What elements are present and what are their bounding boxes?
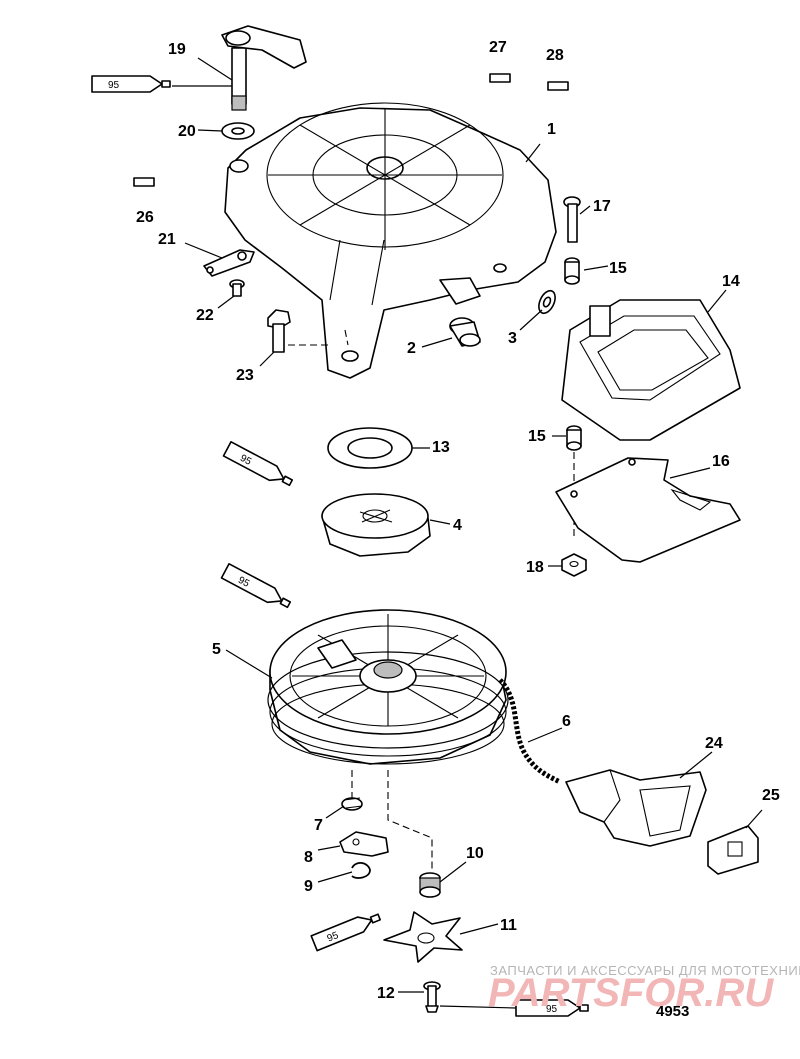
- part-26-decal: [133, 177, 155, 187]
- callout-labels: 1 2 3 4 5 6 7 8 9 10 11 12 13 14 15 15 1…: [136, 39, 780, 1002]
- callout-10: 10: [466, 845, 484, 862]
- part-16-plate: [555, 457, 741, 563]
- callout-1: 1: [547, 121, 556, 138]
- part-17-screw: [563, 196, 581, 243]
- grease-tube-pulley: 95: [220, 562, 292, 609]
- part-15-spacer-lower: [566, 425, 582, 451]
- watermark-logo: PARTSFOR.RU: [488, 971, 774, 1015]
- callout-6: 6: [562, 713, 571, 730]
- part-22-screw: [229, 279, 245, 297]
- callout-27: 27: [489, 39, 507, 56]
- callout-15-upper: 15: [609, 260, 627, 277]
- svg-text:95: 95: [108, 80, 120, 91]
- part-18-nut: [561, 553, 587, 577]
- callout-18: 18: [526, 559, 544, 576]
- grease-tube-retainer: 95: [310, 913, 382, 952]
- part-25-handle-insert: [707, 825, 759, 875]
- part-5-pulley: [267, 609, 509, 765]
- part-15-spacer-upper: [564, 257, 580, 285]
- callout-14: 14: [722, 273, 740, 290]
- part-14-handle-housing: [561, 299, 741, 441]
- callout-17: 17: [593, 198, 611, 215]
- grease-tube-top: 95: [91, 75, 171, 93]
- part-28-decal: [547, 81, 569, 91]
- callout-9: 9: [304, 878, 313, 895]
- part-24-starter-handle: [565, 769, 707, 847]
- svg-text:95: 95: [236, 575, 251, 590]
- part-1-starter-housing: [224, 102, 557, 379]
- part-2-bushing: [449, 317, 481, 347]
- callout-26: 26: [136, 209, 154, 226]
- callout-5: 5: [212, 641, 221, 658]
- callout-8: 8: [304, 849, 313, 866]
- callout-11: 11: [500, 917, 517, 934]
- part-4-spring-cover: [321, 493, 431, 557]
- grease-tube-pin: 95: [515, 999, 589, 1017]
- part-11-star-plate: [383, 911, 463, 963]
- part-27-decal: [489, 73, 511, 83]
- grease-tube-cover: 95: [222, 440, 294, 487]
- callout-13: 13: [432, 439, 450, 456]
- part-21-clip: [203, 249, 255, 277]
- figure-number: 4953: [656, 1003, 689, 1020]
- svg-text:95: 95: [546, 1004, 558, 1015]
- callout-3: 3: [508, 330, 517, 347]
- callout-24: 24: [705, 735, 723, 752]
- part-13-washer: [327, 427, 413, 469]
- watermark-caption: ЗАПЧАСТИ И АКСЕССУАРЫ ДЛЯ МОТОТЕХНИКИ: [490, 963, 800, 978]
- callout-28: 28: [546, 47, 564, 64]
- assembly-line-23: [288, 329, 349, 346]
- callout-23: 23: [236, 367, 254, 384]
- callout-19: 19: [168, 41, 186, 58]
- part-3-washer: [538, 289, 556, 315]
- part-10-retainer: [419, 872, 441, 898]
- callout-16: 16: [712, 453, 730, 470]
- callout-22: 22: [196, 307, 214, 324]
- svg-text:95: 95: [326, 930, 341, 945]
- callout-12: 12: [377, 985, 395, 1002]
- callout-21: 21: [158, 231, 176, 248]
- part-12-pin: [423, 981, 441, 1013]
- svg-text:95: 95: [238, 453, 253, 468]
- callout-25: 25: [762, 787, 780, 804]
- assembly-line-10: [387, 770, 433, 870]
- callout-20: 20: [178, 123, 196, 140]
- callout-7: 7: [314, 817, 323, 834]
- part-8-pawl: [339, 831, 389, 857]
- part-9-retaining-ring: [351, 862, 371, 879]
- part-19-lever-shaft: [221, 25, 307, 111]
- callout-2: 2: [407, 340, 416, 357]
- part-7-spring: [341, 797, 363, 811]
- callout-15-lower: 15: [528, 428, 546, 445]
- part-6-rope: [498, 678, 562, 785]
- watermark: ЗАПЧАСТИ И АКСЕССУАРЫ ДЛЯ МОТОТЕХНИКИ PA…: [488, 963, 800, 1015]
- callout-4: 4: [453, 517, 462, 534]
- part-20-washer: [221, 122, 255, 140]
- leader-lines: [172, 57, 763, 1009]
- part-23-bolt: [267, 309, 291, 353]
